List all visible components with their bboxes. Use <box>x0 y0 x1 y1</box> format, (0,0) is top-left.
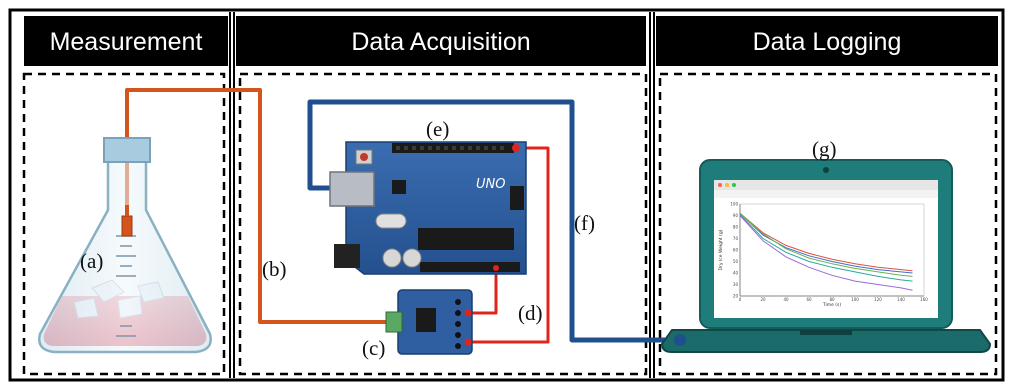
x-tick-label: 140 <box>897 297 905 302</box>
y-tick-labels: 100 90 80 70 60 50 40 30 20 <box>730 202 738 299</box>
webcam-icon <box>823 167 829 173</box>
y-tick-label: 20 <box>733 294 739 299</box>
section-headers: Measurement Data Acquisition Data Loggin… <box>24 16 998 66</box>
y-tick-label: 80 <box>733 225 739 230</box>
laptop-hinge <box>800 330 852 335</box>
x-axis-label: Time (s) <box>822 302 842 308</box>
label-b: (b) <box>262 257 287 281</box>
label-c: (c) <box>362 336 385 360</box>
x-tick-label: 80 <box>829 297 835 302</box>
sensor-wire-b <box>125 88 398 324</box>
y-tick-label: 60 <box>733 248 739 253</box>
label-a: (a) <box>80 249 103 273</box>
flask-neck-rim <box>103 137 151 163</box>
header-logging: Data Logging <box>753 28 902 56</box>
header-measurement-bg <box>24 16 228 66</box>
amplifier-module-icon <box>385 289 473 355</box>
series-line-1 <box>739 212 913 272</box>
y-tick-label: 70 <box>733 236 739 241</box>
y-tick-label: 40 <box>733 271 739 276</box>
usb-plug <box>674 334 686 346</box>
y-axis-label: Dry Ice Weight (g) <box>718 229 724 270</box>
x-tick-labels: 0 20 40 60 80 100 120 140 160 <box>739 297 929 302</box>
label-e: (e) <box>426 117 449 141</box>
measurement-box <box>22 72 226 376</box>
y-tick-label: 50 <box>733 259 739 264</box>
label-g: (g) <box>812 137 837 161</box>
header-measurement: Measurement <box>50 28 203 56</box>
terminal-block <box>385 311 403 333</box>
x-tick-label: 160 <box>920 297 928 302</box>
signal-wire-d1 <box>468 146 550 344</box>
header-acquisition: Data Acquisition <box>351 28 530 56</box>
header-pins <box>396 146 504 150</box>
series-line-3 <box>739 214 913 282</box>
window-titlebar <box>714 180 938 190</box>
module-chip <box>416 308 436 332</box>
header-logging-bg <box>656 16 998 66</box>
y-tick-label: 90 <box>733 213 739 218</box>
laptop-screen <box>714 180 938 318</box>
x-tick-label: 0 <box>739 297 742 302</box>
arduino-model-label: UNO <box>476 177 505 192</box>
series-lines <box>739 212 913 291</box>
outer-frame <box>8 8 1005 382</box>
microcontroller-chip <box>418 228 514 250</box>
power-jack-icon <box>334 244 360 268</box>
window-toolbar <box>714 190 938 198</box>
sensor-probe-icon <box>121 215 133 237</box>
acquisition-box <box>238 72 648 376</box>
plot-frame <box>739 203 925 297</box>
analog-header <box>420 262 520 272</box>
label-f: (f) <box>574 211 595 235</box>
signal-wire-d2 <box>468 272 498 315</box>
x-tick-label: 100 <box>851 297 859 302</box>
usb-cable-f <box>307 99 680 343</box>
series-line-4 <box>739 215 913 291</box>
x-tick-label: 120 <box>874 297 882 302</box>
x-tick-label: 40 <box>783 297 789 302</box>
laptop-base <box>660 329 992 353</box>
label-d: (d) <box>518 301 543 325</box>
x-tick-label: 20 <box>760 297 766 302</box>
header-acquisition-bg <box>236 16 646 66</box>
arduino-board-icon: UNO <box>329 141 527 275</box>
flask-graduations <box>116 235 136 337</box>
y-tick-label: 100 <box>730 202 738 207</box>
y-tick-label: 30 <box>733 282 739 287</box>
x-tick-label: 60 <box>806 297 812 302</box>
logging-box <box>658 72 998 376</box>
erlenmeyer-flask-icon <box>38 137 212 354</box>
series-line-5 <box>739 212 913 277</box>
arduino-pcb <box>345 141 527 275</box>
usb-port-icon <box>329 171 375 207</box>
